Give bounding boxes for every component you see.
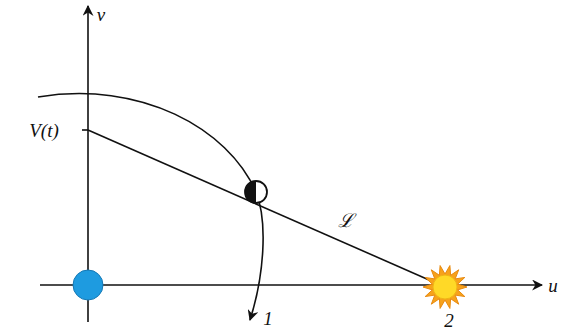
tick [82, 129, 88, 131]
line-l [88, 130, 445, 287]
orbit-arc [38, 94, 263, 320]
axis-label: u [548, 276, 558, 295]
line-label: ℒ [338, 211, 354, 230]
u-axis [40, 284, 542, 286]
axis-value-label: V(t) [29, 121, 59, 140]
point-number: 1 [263, 309, 273, 328]
sun-core [433, 275, 457, 299]
sun-symbol [423, 266, 467, 309]
sun-rays [423, 266, 467, 309]
earth-circle [73, 270, 103, 300]
axis-label: v [97, 5, 105, 24]
moon-symbol [245, 181, 267, 203]
point-number: 2 [444, 311, 454, 330]
